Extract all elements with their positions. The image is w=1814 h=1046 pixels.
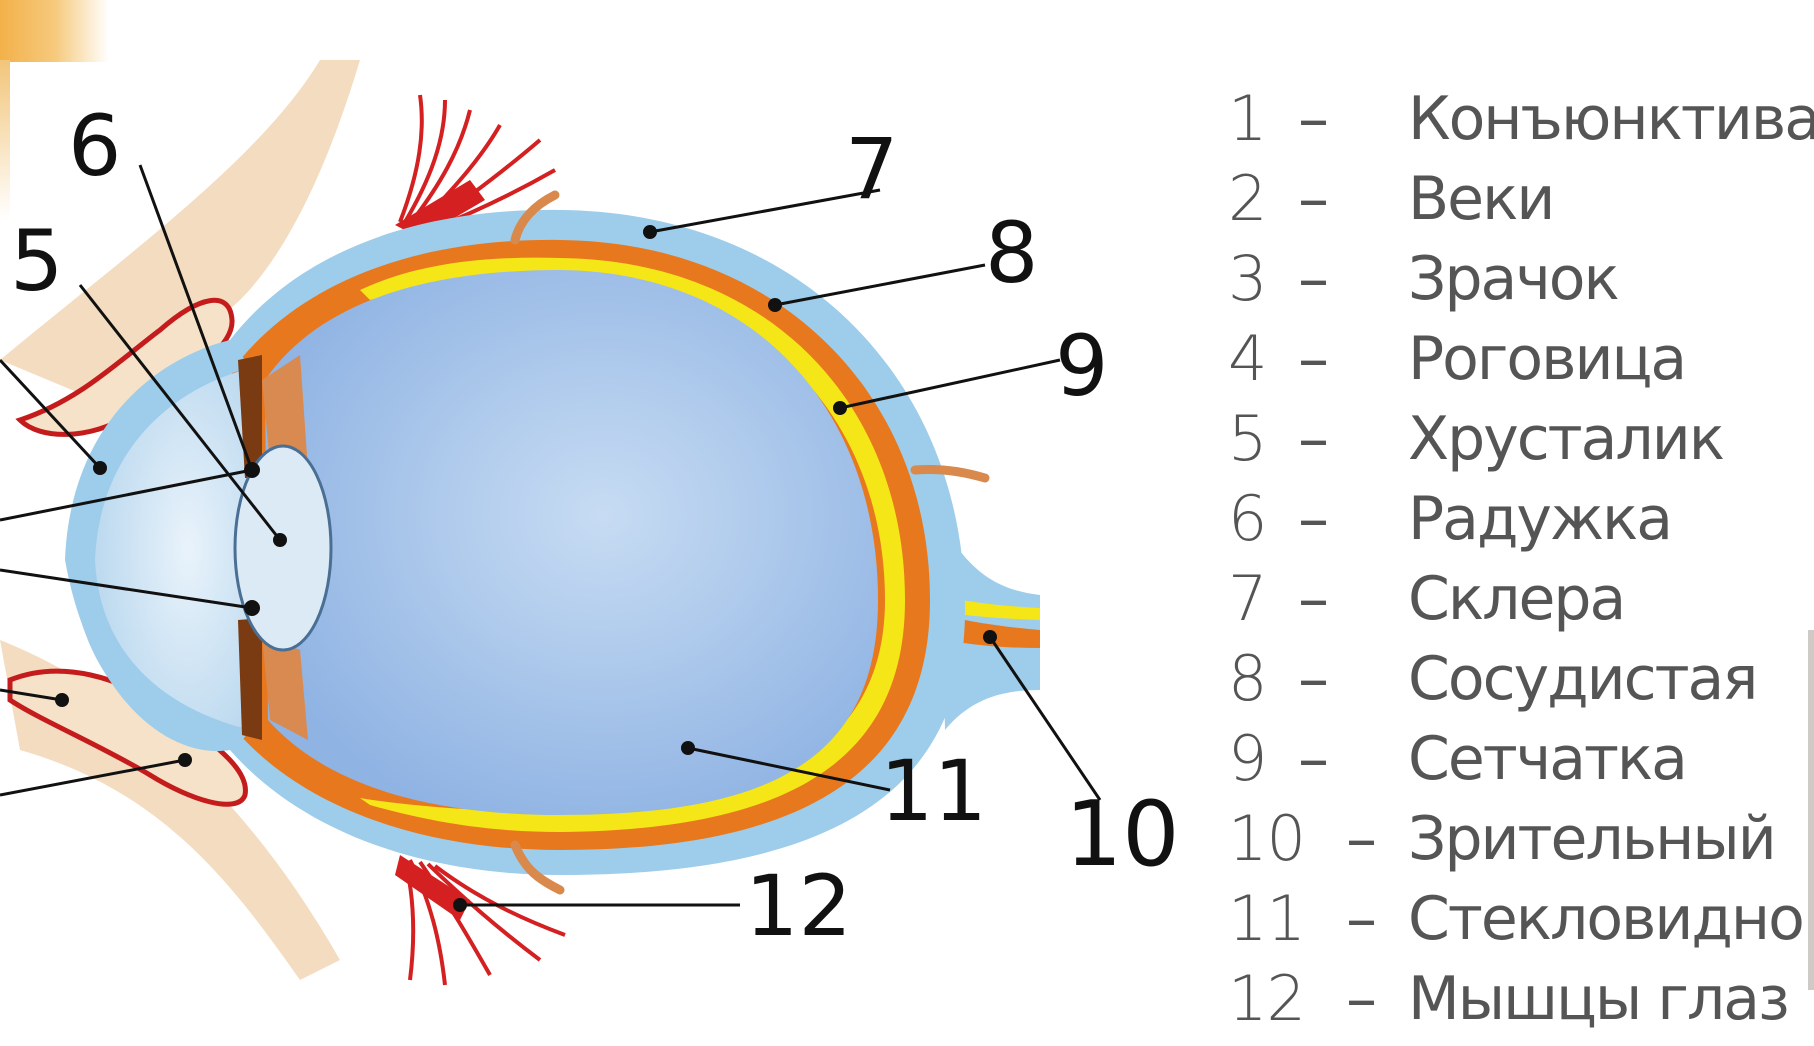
legend-term: Мышцы глаз — [1408, 964, 1788, 1034]
legend-dash: – — [1346, 802, 1377, 875]
legend-dash: – — [1346, 962, 1377, 1035]
legend-number: 8 — [1228, 642, 1266, 715]
legend-item: 11–Стекловидно — [1228, 882, 1814, 962]
legend-term: Роговица — [1408, 324, 1685, 394]
legend-dash: – — [1298, 322, 1329, 395]
legend-dash: – — [1346, 882, 1377, 955]
legend-dash: – — [1298, 722, 1329, 795]
legend-term: Зрачок — [1408, 244, 1618, 314]
legend-term: Конъюнктива — [1408, 84, 1814, 154]
legend-number: 5 — [1228, 402, 1266, 475]
legend-item: 10–Зрительный — [1228, 802, 1814, 882]
legend-item: 2– Веки — [1228, 162, 1814, 242]
legend-dash: – — [1298, 82, 1329, 155]
legend-item: 3– Зрачок — [1228, 242, 1814, 322]
legend-item: 12–Мышцы глаз — [1228, 962, 1814, 1042]
legend-term: Сетчатка — [1408, 724, 1686, 794]
legend-number: 9 — [1228, 722, 1266, 795]
legend-term: Сосудистая — [1408, 644, 1756, 714]
callout-6: 6 — [68, 97, 121, 195]
legend-item: 7– Склера — [1228, 562, 1814, 642]
legend-number: 3 — [1228, 242, 1266, 315]
legend-term: Стекловидно — [1408, 884, 1803, 954]
legend-number: 2 — [1228, 162, 1266, 235]
legend-number: 6 — [1228, 482, 1266, 555]
legend-dash: – — [1298, 242, 1329, 315]
legend-dash: – — [1298, 562, 1329, 635]
callout-9: 9 — [1055, 317, 1108, 415]
callout-12: 12 — [745, 857, 852, 955]
legend-number: 4 — [1228, 322, 1266, 395]
legend-term: Веки — [1408, 164, 1553, 234]
legend-term: Радужка — [1408, 484, 1671, 554]
eye-anatomy-illustration: 6 5 7 8 9 11 10 12 — [0, 0, 1240, 1046]
legend-number: 12 — [1228, 962, 1305, 1035]
legend-number: 1 — [1228, 82, 1266, 155]
legend-item: 4– Роговица — [1228, 322, 1814, 402]
legend-item: 1– Конъюнктива — [1228, 82, 1814, 162]
legend-number: 11 — [1228, 882, 1305, 955]
legend-number: 10 — [1228, 802, 1305, 875]
legend-number: 7 — [1228, 562, 1266, 635]
callout-7: 7 — [845, 120, 898, 218]
legend-dash: – — [1298, 162, 1329, 235]
callout-8: 8 — [985, 204, 1038, 302]
legend-item: 5– Хрусталик — [1228, 402, 1814, 482]
legend-item: 9– Сетчатка — [1228, 722, 1814, 802]
callout-10: 10 — [1065, 782, 1180, 887]
legend-term: Склера — [1408, 564, 1624, 634]
legend-item: 8– Сосудистая — [1228, 642, 1814, 722]
legend-term: Хрусталик — [1408, 404, 1723, 474]
legend-dash: – — [1298, 402, 1329, 475]
callout-5: 5 — [10, 212, 63, 310]
legend-dash: – — [1298, 482, 1329, 555]
legend-item: 6– Радужка — [1228, 482, 1814, 562]
legend-dash: – — [1298, 642, 1329, 715]
legend-term: Зрительный — [1408, 804, 1775, 874]
callout-11: 11 — [880, 742, 987, 840]
